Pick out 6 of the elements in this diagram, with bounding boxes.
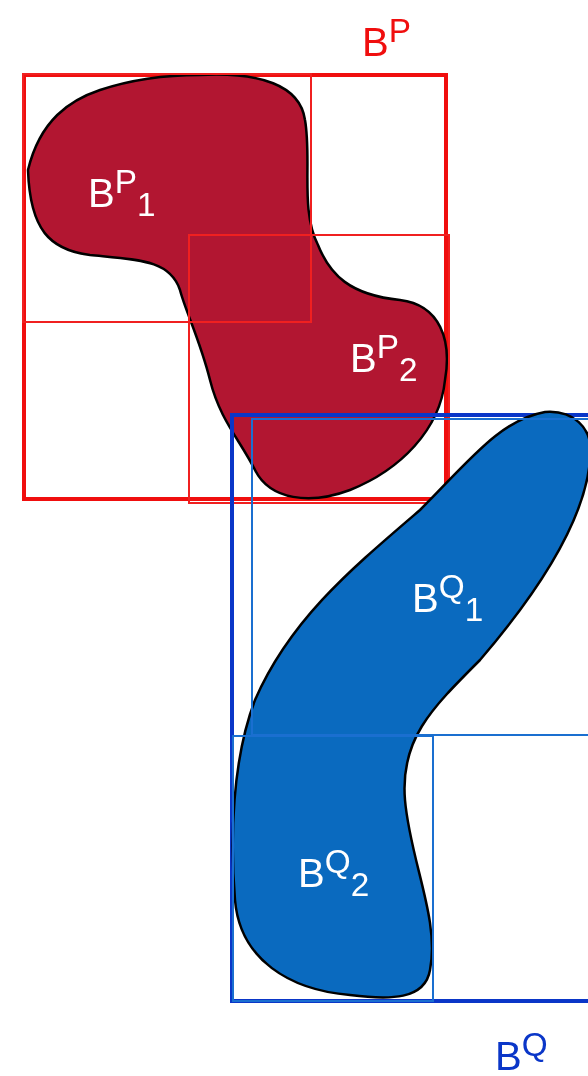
sub-box (188, 234, 450, 504)
sub-box (232, 735, 434, 1002)
box-label: B$^{Q}$ (495, 1028, 548, 1076)
sub-box (251, 418, 588, 736)
box-label: B$^{P}$ (362, 14, 411, 63)
sub-box (22, 73, 312, 323)
